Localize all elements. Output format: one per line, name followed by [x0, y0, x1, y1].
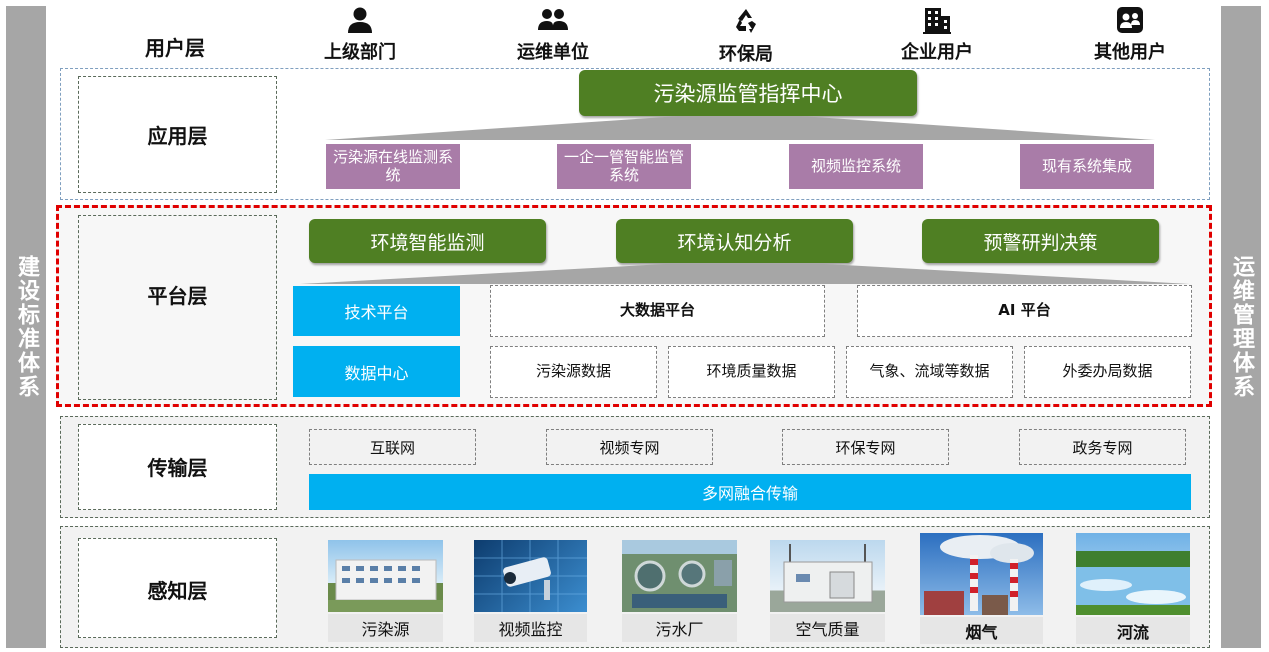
function-cognitive-analysis[interactable]: 环境认知分析 — [616, 219, 853, 263]
user-label: 企业用户 — [901, 42, 973, 63]
perception-label: 污染源 — [328, 614, 443, 642]
system-enterprise-monitoring[interactable]: 一企一管智能监管系统 — [557, 144, 691, 189]
user-enterprise[interactable]: 企业用户 — [872, 6, 1002, 64]
building-icon — [923, 8, 951, 34]
person-icon — [348, 7, 372, 33]
photo-pollution-source — [328, 540, 443, 612]
user-label: 其他用户 — [1094, 42, 1166, 63]
user-epb[interactable]: 环保局 — [681, 6, 811, 66]
photo-video-monitoring — [474, 540, 587, 612]
data-center-box[interactable]: 数据中心 — [293, 346, 460, 397]
network-video[interactable]: 视频专网 — [546, 429, 713, 465]
multi-network-fusion-bar[interactable]: 多网融合传输 — [309, 474, 1191, 510]
user-other[interactable]: 其他用户 — [1065, 6, 1195, 64]
user-label: 上级部门 — [324, 42, 396, 63]
right-side-bar: 运维管理体系 — [1221, 6, 1261, 648]
right-bar-text: 运维管理体系 — [1229, 255, 1254, 399]
perception-label: 烟气 — [920, 617, 1043, 644]
platform-layer-label-box — [78, 215, 277, 400]
user-label: 运维单位 — [517, 42, 589, 63]
data-item-pollution[interactable]: 污染源数据 — [490, 346, 657, 398]
platform-layer-title: 平台层 — [147, 284, 208, 308]
user-layer-title: 用户层 — [145, 36, 205, 60]
data-item-env-quality[interactable]: 环境质量数据 — [668, 346, 835, 398]
network-env[interactable]: 环保专网 — [782, 429, 949, 465]
app-layer-frame — [60, 68, 1210, 200]
user-label: 环保局 — [719, 44, 773, 65]
data-item-weather-basin[interactable]: 气象、流域等数据 — [846, 346, 1013, 398]
function-warning-decision[interactable]: 预警研判决策 — [922, 219, 1159, 263]
perception-label: 视频监控 — [474, 614, 587, 642]
network-internet[interactable]: 互联网 — [309, 429, 476, 465]
left-side-bar: 建设标准体系 — [6, 6, 46, 648]
photo-river — [1076, 533, 1190, 615]
perception-layer-title: 感知层 — [147, 579, 208, 603]
perception-label: 空气质量 — [770, 614, 885, 642]
system-integration[interactable]: 现有系统集成 — [1020, 144, 1154, 189]
photo-flue-gas-chimneys — [920, 533, 1043, 615]
command-center-button[interactable]: 污染源监管指挥中心 — [579, 70, 917, 116]
transport-layer-label-box — [78, 424, 277, 510]
contacts-icon — [1117, 7, 1143, 33]
photo-sewage-plant — [622, 540, 737, 612]
perception-label: 河流 — [1076, 617, 1190, 644]
left-bar-text: 建设标准体系 — [14, 255, 39, 399]
system-video-monitoring[interactable]: 视频监控系统 — [789, 144, 923, 189]
perception-label: 污水厂 — [622, 614, 737, 642]
data-item-external[interactable]: 外委办局数据 — [1024, 346, 1191, 398]
function-smart-monitoring[interactable]: 环境智能监测 — [309, 219, 546, 263]
user-ops[interactable]: 运维单位 — [488, 6, 618, 64]
photo-air-quality-station — [770, 540, 885, 612]
app-layer-funnel — [325, 116, 1155, 140]
platform-layer-funnel — [300, 264, 1190, 284]
app-layer-title: 应用层 — [147, 124, 208, 148]
perception-layer-label-box — [78, 538, 277, 638]
tech-platform-box[interactable]: 技术平台 — [293, 286, 460, 336]
ai-platform-box[interactable]: AI 平台 — [857, 285, 1192, 337]
user-superior[interactable]: 上级部门 — [295, 6, 425, 64]
system-online-monitoring[interactable]: 污染源在线监测系统 — [326, 144, 460, 189]
big-data-platform-box[interactable]: 大数据平台 — [490, 285, 825, 337]
people-icon — [538, 9, 568, 30]
network-government[interactable]: 政务专网 — [1019, 429, 1186, 465]
recycle-icon — [736, 9, 756, 33]
transport-layer-title: 传输层 — [147, 456, 208, 480]
app-layer-label-box — [78, 76, 277, 193]
